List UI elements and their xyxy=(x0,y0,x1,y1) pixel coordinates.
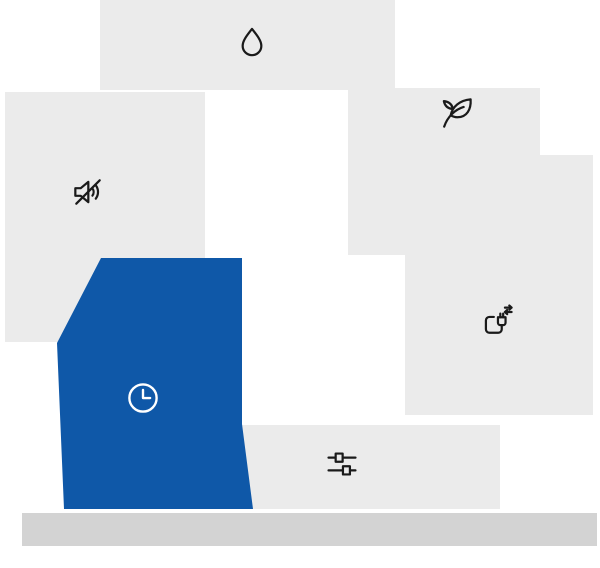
tile-timer[interactable] xyxy=(57,258,253,509)
tile-settings[interactable] xyxy=(210,425,500,509)
water-drop-icon xyxy=(241,27,263,57)
plug-connection-icon xyxy=(484,304,513,334)
clock-icon xyxy=(128,383,158,413)
speaker-mute-icon xyxy=(74,179,101,205)
tile-connection[interactable] xyxy=(405,155,593,415)
sliders-icon xyxy=(327,452,357,476)
tile-water[interactable] xyxy=(100,0,395,90)
bottom-bar xyxy=(22,513,597,546)
leaf-icon xyxy=(442,98,472,128)
